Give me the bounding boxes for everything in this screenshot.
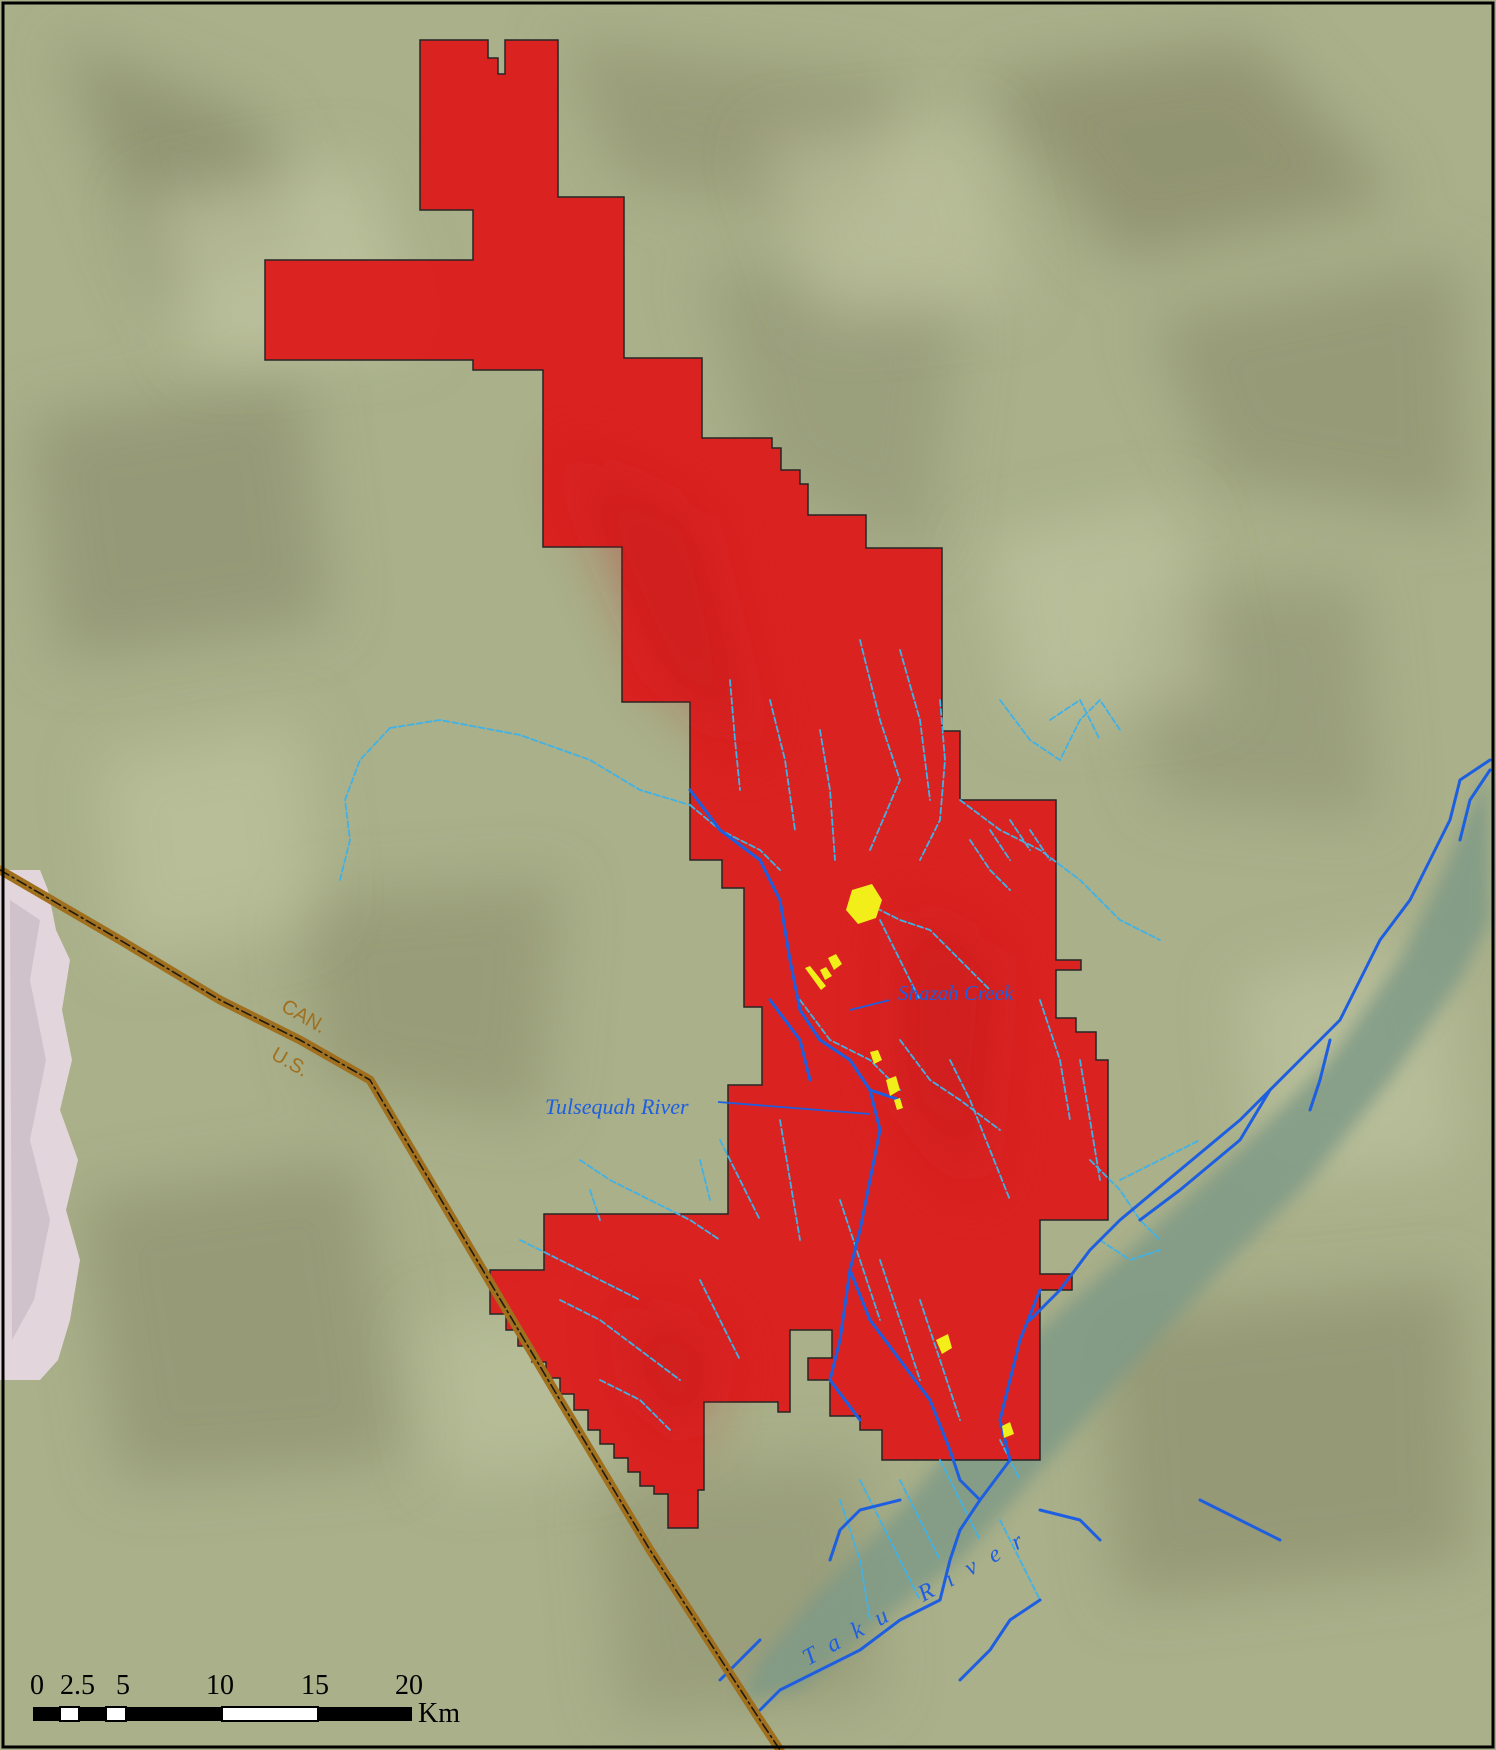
scale-segment-1 bbox=[33, 1707, 60, 1721]
scale-tick-5: 5 bbox=[116, 1670, 130, 1701]
scale-unit: Km bbox=[418, 1698, 460, 1729]
shazah-creek-label: Shazah Creek bbox=[898, 981, 1014, 1005]
scale-tick-0: 0 bbox=[30, 1670, 44, 1701]
scale-segment-3 bbox=[79, 1707, 106, 1721]
major-rivers bbox=[688, 758, 1492, 1712]
leader-lines bbox=[717, 999, 891, 1115]
river-valley-floor bbox=[740, 770, 1490, 1700]
hillshade-terrain bbox=[30, 40, 1470, 1720]
scale-segment-5 bbox=[126, 1707, 222, 1721]
scale-segment-6 bbox=[221, 1706, 319, 1722]
mine-features[interactable] bbox=[805, 884, 1014, 1438]
scale-tick-15: 15 bbox=[301, 1670, 329, 1701]
snow-ice-shade bbox=[10, 900, 50, 1340]
claim-area-texture bbox=[560, 450, 1000, 1450]
scale-tick-10: 10 bbox=[206, 1670, 234, 1701]
scale-tick-20: 20 bbox=[395, 1670, 423, 1701]
scale-bar: 0 2.5 5 10 15 20 Km bbox=[30, 1670, 460, 1729]
tulsequah-river-label: Tulsequah River bbox=[545, 1094, 689, 1119]
scale-tick-2-5: 2.5 bbox=[60, 1670, 95, 1701]
scale-segment-4 bbox=[105, 1706, 127, 1722]
claim-area-polygon[interactable] bbox=[264, 39, 1109, 1529]
scale-segment-2 bbox=[59, 1706, 80, 1722]
minor-streams bbox=[339, 639, 1201, 1621]
international-border bbox=[0, 865, 785, 1750]
scale-segment-7 bbox=[318, 1707, 412, 1721]
